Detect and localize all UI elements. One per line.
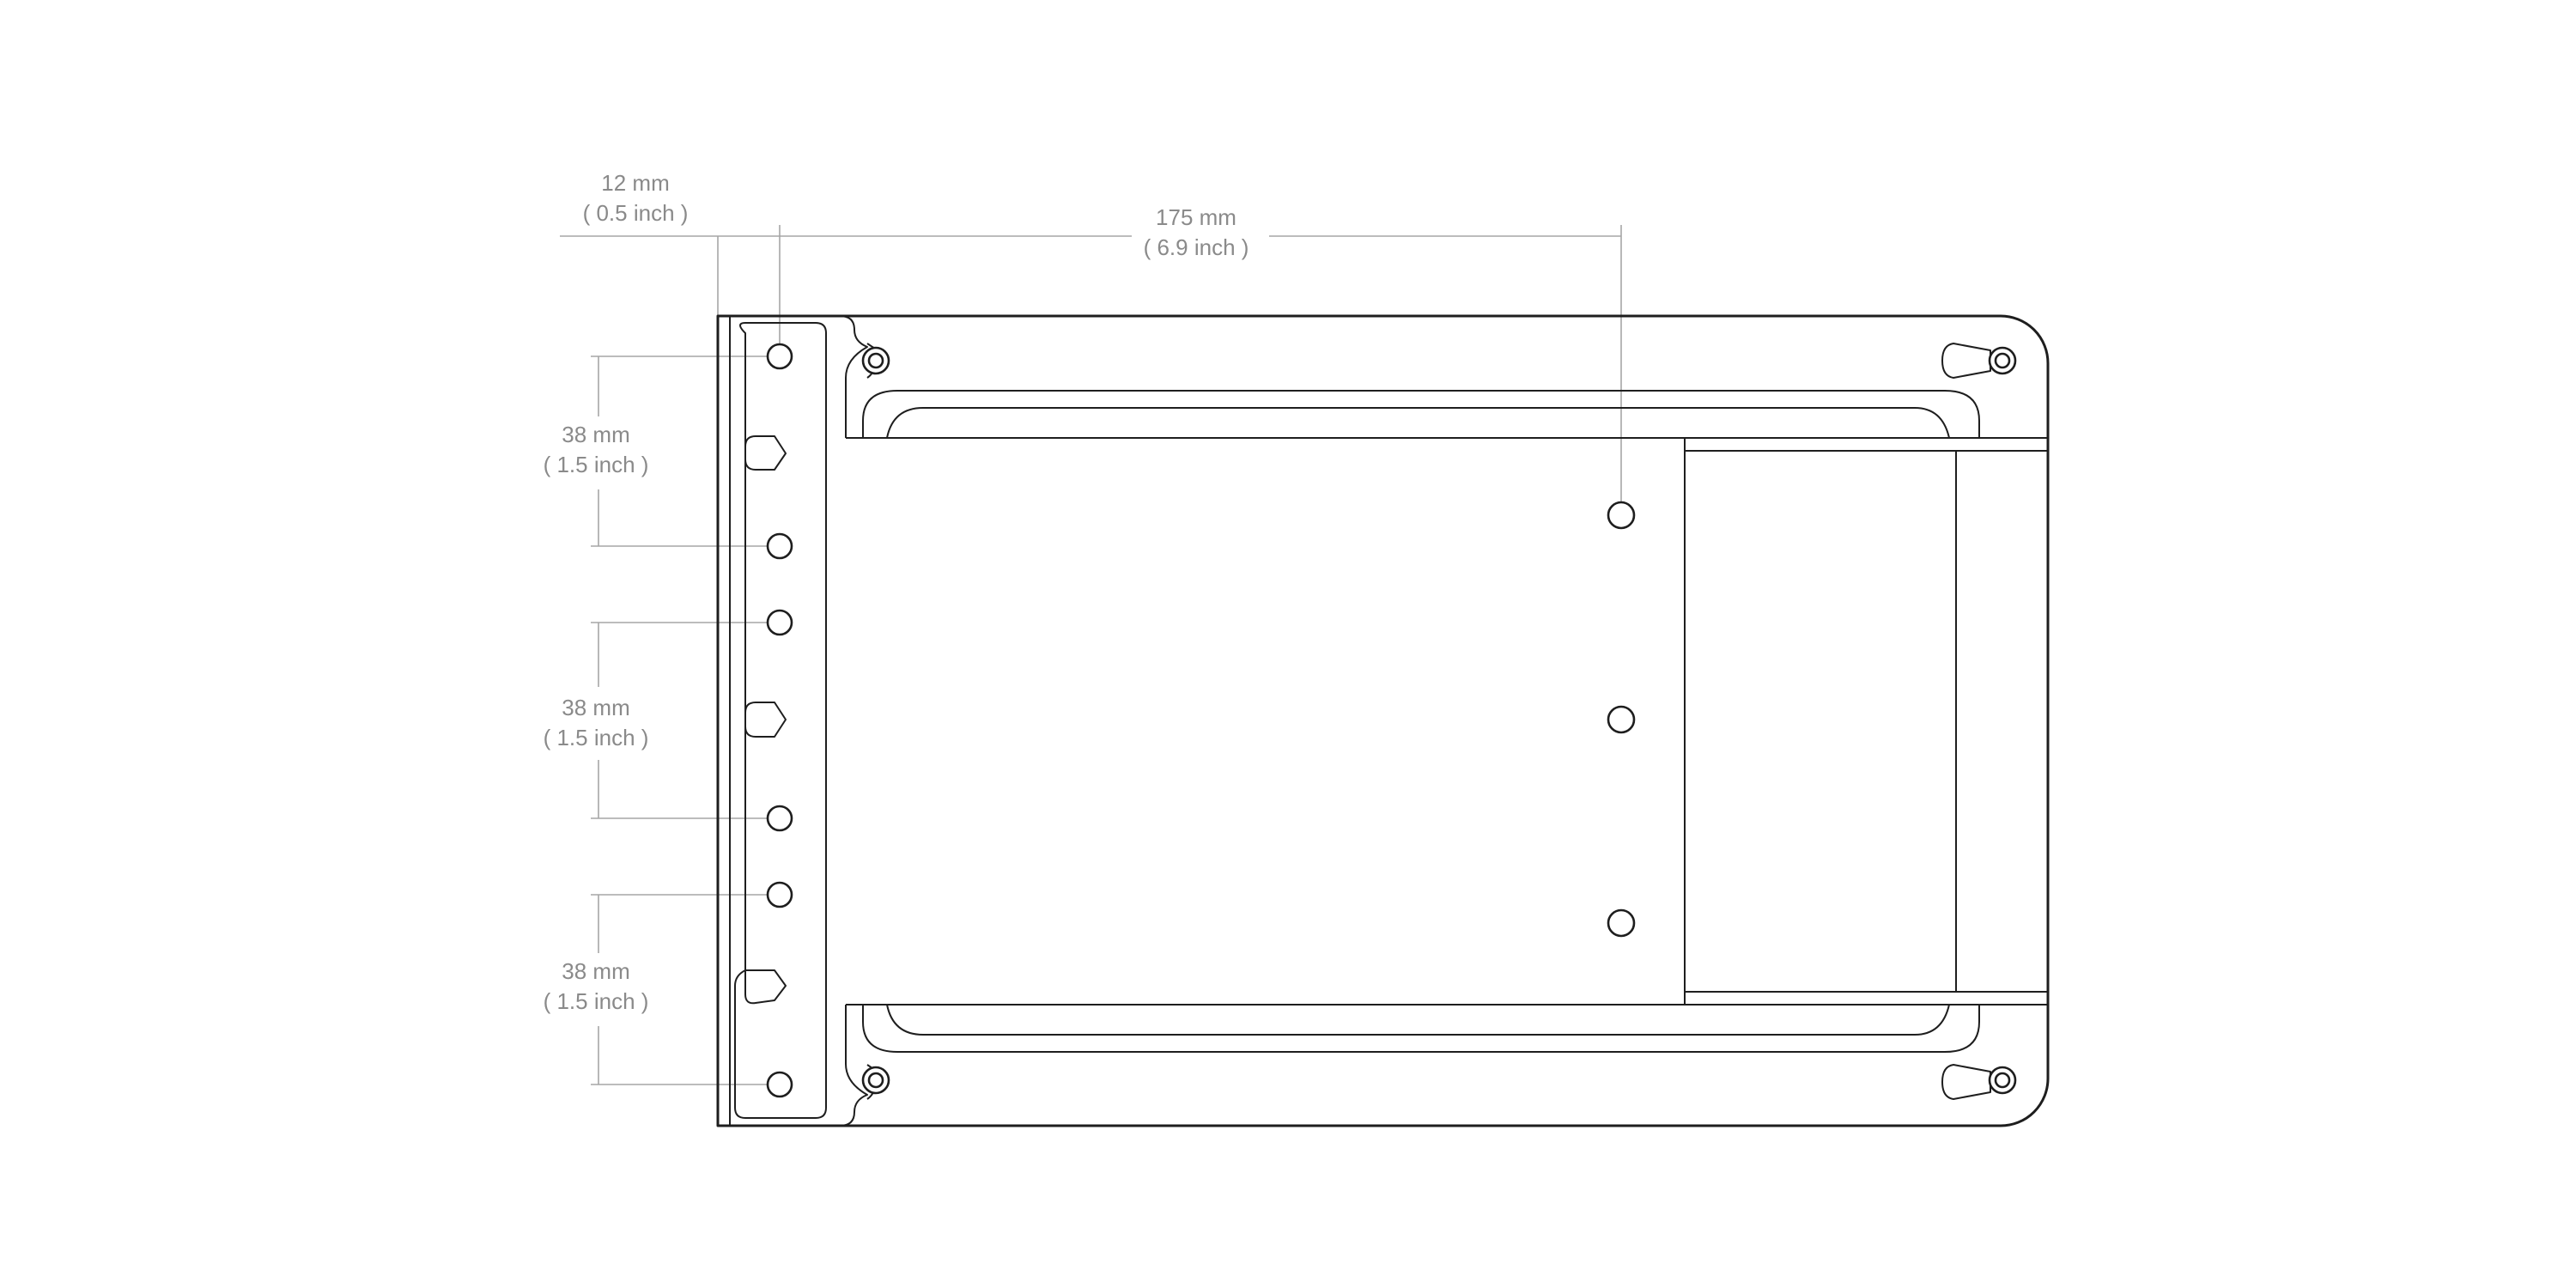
corner-screw-holes — [861, 346, 2017, 1095]
panel-mounting-holes — [1607, 501, 1636, 938]
pitch-bottom-metric: 38 mm — [562, 958, 629, 984]
lower-rail — [839, 1005, 868, 1127]
pitch-middle-metric: 38 mm — [562, 695, 629, 720]
flange-mounting-holes — [766, 343, 793, 1098]
bottom-channel-outer — [862, 1005, 1980, 1053]
pitch-middle-imperial: ( 1.5 inch ) — [544, 725, 649, 750]
edge-offset-metric: 12 mm — [601, 170, 669, 196]
hole-span-metric: 175 mm — [1156, 204, 1236, 230]
keyhole-slots — [866, 343, 1991, 1100]
panel-lines — [846, 437, 2048, 1005]
pitch-top-metric: 38 mm — [562, 422, 629, 447]
flange-notched-edge — [734, 322, 827, 1119]
hole-span-imperial: ( 6.9 inch ) — [1144, 234, 1249, 260]
pitch-bottom-imperial: ( 1.5 inch ) — [544, 988, 649, 1014]
bracket-outline — [716, 314, 2050, 1127]
edge-offset-imperial: ( 0.5 inch ) — [583, 200, 689, 226]
bottom-channel-inner — [886, 1004, 1950, 1036]
upper-rail — [839, 315, 868, 438]
top-channel-inner — [886, 407, 1950, 439]
pitch-top-imperial: ( 1.5 inch ) — [544, 452, 649, 477]
top-channel-outer — [862, 390, 1980, 438]
